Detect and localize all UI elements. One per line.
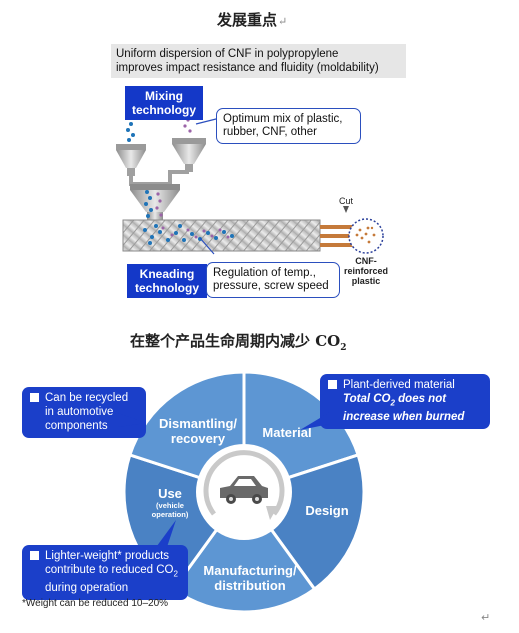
recycle-line-2: in automotive	[45, 406, 114, 418]
mixing-technology-label: Mixing technology	[125, 86, 203, 120]
recycle-bubble: Can be recycled in automotive components	[22, 387, 146, 438]
banner-line-1: Uniform dispersion of CNF in polypropyle…	[116, 48, 339, 60]
top-heading: 发展重点↵	[217, 9, 287, 30]
hopper-left	[116, 144, 146, 176]
plant-line-2-rest: does not	[394, 393, 447, 405]
light-line-3: during operation	[45, 582, 129, 595]
cut-label: Cut	[339, 196, 354, 206]
cnf-reinforced-label: CNF- reinforced plastic	[340, 256, 392, 286]
manufacturing-line-1: Manufacturing/	[203, 563, 297, 578]
plant-line-1: Plant-derived material	[343, 379, 455, 391]
checkbox-icon	[30, 393, 39, 402]
use-line-1: Use	[158, 486, 182, 501]
lightweight-bubble-tail	[154, 520, 176, 550]
manufacturing-line-2: distribution	[214, 578, 286, 593]
mid-heading-subscript: 2	[340, 343, 347, 353]
mixing-callout-line-2: rubber, CNF, other	[223, 126, 317, 138]
mixed-material	[143, 224, 234, 245]
banner-line-2: improves impact resistance and fluidity …	[116, 62, 379, 74]
kneading-technology-label: Kneading technology	[127, 264, 207, 298]
light-line-2: contribute to reduced CO	[45, 564, 174, 576]
segment-manufacturing: Manufacturing/ distribution	[180, 563, 320, 593]
kneading-callout-line-1: Regulation of temp.,	[213, 267, 316, 279]
cycle-arrow-head-icon	[266, 506, 278, 520]
mixing-process-illustration	[116, 117, 384, 255]
segment-material: Material	[262, 425, 312, 440]
cnf-plastic-cross-section	[348, 218, 384, 254]
mixing-label-line-2: technology	[131, 103, 196, 117]
dismantling-line-1: Dismantling/	[158, 416, 237, 431]
recycle-line-1: Can be recycled	[45, 392, 129, 404]
plant-bubble-tail	[300, 412, 330, 430]
kneading-callout: Regulation of temp., pressure, screw spe…	[206, 262, 340, 298]
cut-arrow-icon	[343, 206, 349, 213]
mixing-callout-line-1: Optimum mix of plastic,	[223, 113, 343, 125]
lightweight-bubble: Lighter-weight* products contribute to r…	[22, 545, 188, 601]
cnf-label-line-3: plastic	[351, 276, 381, 286]
segment-design: Design	[305, 503, 349, 518]
light-line-2-sub: 2	[173, 569, 178, 579]
footnote: *Weight can be reduced 10–20%	[22, 598, 169, 609]
cnf-banner: Uniform dispersion of CNF in polypropyle…	[111, 44, 406, 78]
cycle-arrow-arc	[203, 450, 285, 516]
extruder-barrel	[122, 219, 321, 252]
plant-line-2-sub: 2	[390, 398, 395, 408]
cnf-label-line-2: reinforced	[343, 266, 388, 276]
checkbox-icon	[30, 551, 39, 560]
dismantling-line-2: recovery	[170, 431, 226, 446]
recycle-bubble-tail	[118, 413, 146, 427]
mixing-callout: Optimum mix of plastic, rubber, CNF, oth…	[216, 108, 361, 144]
mid-heading: 在整个产品生命周期内减少 CO2	[130, 330, 347, 353]
plant-line-2: Total CO	[343, 393, 391, 405]
car-icon	[220, 476, 268, 504]
use-sub-line-1: (vehicle	[156, 501, 184, 510]
paragraph-mark: ↵	[278, 15, 288, 28]
mid-heading-text: 在整个产品生命周期内减少 CO	[130, 332, 341, 350]
kneading-label-line-1: Kneading	[139, 267, 195, 281]
use-sub-line-2: operation)	[151, 510, 189, 519]
checkbox-icon	[328, 380, 337, 389]
main-hopper	[130, 184, 180, 222]
mixing-label-line-1: Mixing	[145, 89, 183, 103]
plant-line-3: increase when burned	[343, 411, 465, 424]
output-strands	[320, 225, 354, 247]
recycle-line-3: components	[45, 420, 108, 432]
top-heading-text: 发展重点	[217, 11, 278, 29]
kneading-callout-line-2: pressure, screw speed	[213, 280, 329, 292]
segment-use: Use (vehicle operation)	[140, 486, 200, 519]
kneading-label-line-2: technology	[134, 281, 199, 295]
light-line-1: Lighter-weight* products	[45, 550, 170, 562]
paragraph-mark-bottom: ↵	[481, 612, 491, 624]
plant-material-bubble: Plant-derived material Total CO2 does no…	[320, 374, 490, 430]
hopper-right	[172, 138, 206, 172]
cnf-label-line-1: CNF-	[355, 256, 377, 266]
segment-dismantling: Dismantling/ recovery	[138, 416, 258, 446]
